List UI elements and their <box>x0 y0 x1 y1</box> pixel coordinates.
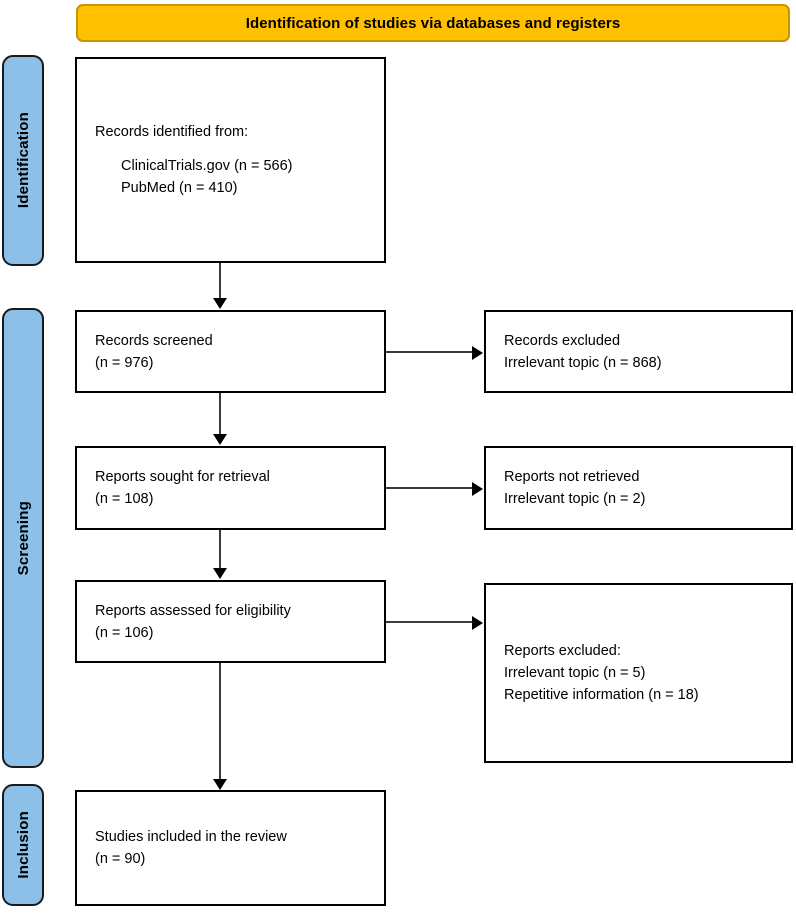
connector-screened-to-sought <box>219 393 221 435</box>
arrow-right-icon <box>472 482 483 496</box>
connector-assessed-to-included <box>219 663 221 780</box>
records-identified-source-pubmed: PubMed (n = 410) <box>121 180 238 196</box>
connector-sought-to-not-retrieved <box>386 487 473 489</box>
reports-not-retrieved-reason-irrelevant: Irrelevant topic (n = 2) <box>504 491 646 507</box>
stage-label-identification: Identification <box>14 112 32 209</box>
reports-not-retrieved-label: Reports not retrieved <box>504 469 640 485</box>
box-studies-included: Studies included in the review (n = 90) <box>75 790 386 906</box>
connector-identified-to-screened <box>219 263 221 299</box>
stage-label-screening: Screening <box>14 500 32 576</box>
arrow-right-icon <box>472 346 483 360</box>
stage-tab-screening: Screening <box>2 308 44 768</box>
records-excluded-reason-irrelevant: Irrelevant topic (n = 868) <box>504 354 662 371</box>
studies-included-label: Studies included in the review <box>95 829 287 845</box>
connector-sought-to-assessed <box>219 530 221 569</box>
reports-excluded-label: Reports excluded: <box>504 643 621 659</box>
diagram-header-banner: Identification of studies via databases … <box>76 4 790 42</box>
reports-sought-label: Reports sought for retrieval <box>95 469 270 485</box>
records-screened-label: Records screened <box>95 332 213 349</box>
records-identified-heading: Records identified from: <box>95 124 249 140</box>
box-records-identified: Records identified from: ClinicalTrials.… <box>75 57 386 263</box>
box-reports-not-retrieved: Reports not retrieved Irrelevant topic (… <box>484 446 793 530</box>
reports-assessed-label: Reports assessed for eligibility <box>95 602 291 619</box>
box-reports-assessed: Reports assessed for eligibility (n = 10… <box>75 580 386 663</box>
studies-included-count: (n = 90) <box>95 851 146 867</box>
arrow-down-icon <box>213 298 227 309</box>
box-reports-sought: Reports sought for retrieval (n = 108) <box>75 446 386 530</box>
box-reports-excluded: Reports excluded: Irrelevant topic (n = … <box>484 583 793 763</box>
arrow-down-icon <box>213 434 227 445</box>
arrow-right-icon <box>472 616 483 630</box>
connector-screened-to-excluded <box>386 351 473 353</box>
records-screened-count: (n = 976) <box>95 354 154 371</box>
diagram-title: Identification of studies via databases … <box>245 14 621 32</box>
records-identified-source-clinicaltrials: ClinicalTrials.gov (n = 566) <box>121 158 293 174</box>
arrow-down-icon <box>213 779 227 790</box>
reports-assessed-count: (n = 106) <box>95 624 154 641</box>
records-excluded-label: Records excluded <box>504 332 621 349</box>
reports-excluded-reason-irrelevant: Irrelevant topic (n = 5) <box>504 665 646 681</box>
reports-sought-count: (n = 108) <box>95 491 154 507</box>
stage-tab-inclusion: Inclusion <box>2 784 44 906</box>
box-records-screened: Records screened (n = 976) <box>75 310 386 393</box>
stage-label-inclusion: Inclusion <box>14 811 32 879</box>
reports-excluded-reason-repetitive: Repetitive information (n = 18) <box>504 687 699 703</box>
box-records-excluded: Records excluded Irrelevant topic (n = 8… <box>484 310 793 393</box>
connector-assessed-to-excluded <box>386 621 473 623</box>
spacer <box>95 143 366 155</box>
stage-tab-identification: Identification <box>2 55 44 266</box>
arrow-down-icon <box>213 568 227 579</box>
